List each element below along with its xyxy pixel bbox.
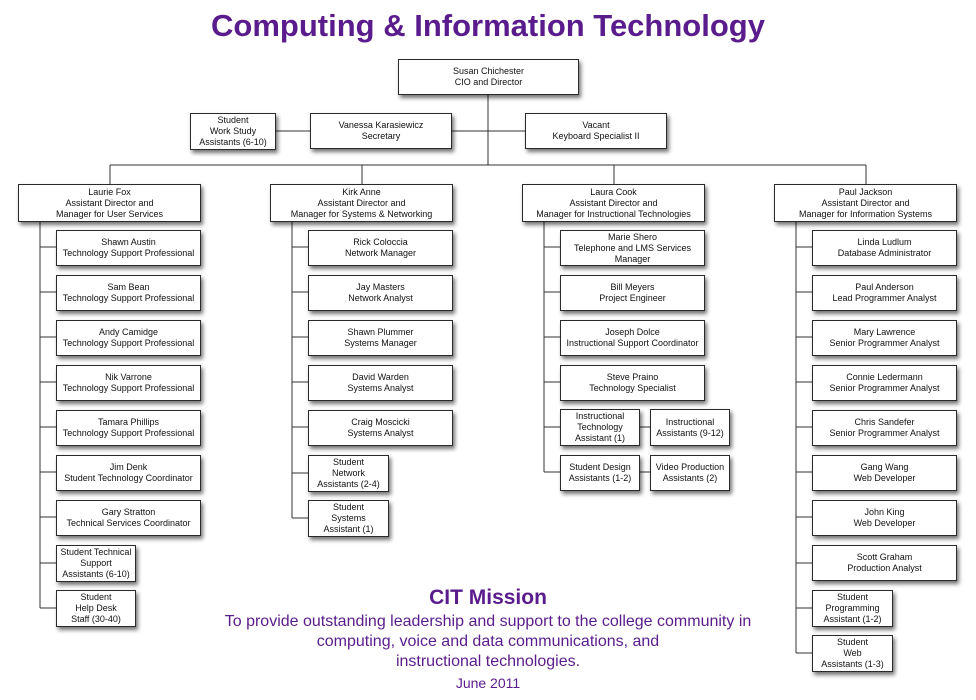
cio-name: Susan Chichester bbox=[452, 66, 525, 76]
staff-box: Linda Ludlum Database Administrator bbox=[812, 230, 957, 266]
keyboard-specialist-box: Vacant Keyboard Specialist II bbox=[525, 113, 667, 149]
cio-title: CIO and Director bbox=[454, 77, 523, 87]
staff-box: Chris Sandefer Senior Programmer Analyst bbox=[812, 410, 957, 446]
chart-title: Computing & Information Technology bbox=[211, 8, 765, 43]
staff-box: Gang Wang Web Developer bbox=[812, 455, 957, 491]
student-box: Student Programming Assistant (1-2) bbox=[812, 590, 893, 627]
cio-box: Susan Chichester CIO and Director bbox=[398, 59, 579, 95]
student-box: Student Design Assistants (1-2) bbox=[560, 455, 640, 491]
staff-box: Jim Denk Student Technology Coordinator bbox=[56, 455, 201, 491]
student-box: Instructional Assistants (9-12) bbox=[650, 409, 730, 446]
staff-box: Joseph Dolce Instructional Support Coord… bbox=[560, 320, 705, 356]
mission-statement: To provide outstanding leadership and su… bbox=[224, 613, 752, 670]
staff-box: Mary Lawrence Senior Programmer Analyst bbox=[812, 320, 957, 356]
secretary-box: Vanessa Karasiewicz Secretary bbox=[310, 113, 452, 149]
dept-head-systems-networking: Kirk Anne Assistant Director and Manager… bbox=[270, 184, 453, 222]
staff-box: Steve Praino Technology Specialist bbox=[560, 365, 705, 401]
staff-box: David Warden Systems Analyst bbox=[308, 365, 453, 401]
keyboard-name: Vacant bbox=[582, 120, 610, 130]
dept-head-user-services: Laurie Fox Assistant Director and Manage… bbox=[18, 184, 201, 222]
staff-box: Andy Camidge Technology Support Professi… bbox=[56, 320, 201, 356]
student-box: Video Production Assistants (2) bbox=[650, 455, 730, 491]
staff-box: Scott Graham Production Analyst bbox=[812, 545, 957, 581]
date-label: June 2011 bbox=[455, 675, 521, 691]
staff-box: Connie Ledermann Senior Programmer Analy… bbox=[812, 365, 957, 401]
staff-box: Tamara Phillips Technology Support Profe… bbox=[56, 410, 201, 446]
staff-box: John King Web Developer bbox=[812, 500, 957, 536]
keyboard-title: Keyboard Specialist II bbox=[552, 131, 640, 141]
staff-box: Craig Moscicki Systems Analyst bbox=[308, 410, 453, 446]
student-box: Student Web Assistants (1-3) bbox=[812, 635, 893, 672]
student-box: Student Technical Support Assistants (6-… bbox=[56, 545, 136, 582]
secretary-name: Vanessa Karasiewicz bbox=[338, 120, 424, 130]
staff-box: Rick Coloccia Network Manager bbox=[308, 230, 453, 266]
staff-box: Shawn Austin Technology Support Professi… bbox=[56, 230, 201, 266]
student-box: Student Help Desk Staff (30-40) bbox=[56, 590, 136, 627]
staff-box: Nik Varrone Technology Support Professio… bbox=[56, 365, 201, 401]
staff-box: Gary Stratton Technical Services Coordin… bbox=[56, 500, 201, 536]
staff-box: Bill Meyers Project Engineer bbox=[560, 275, 705, 311]
staff-box: Paul Anderson Lead Programmer Analyst bbox=[812, 275, 957, 311]
staff-box: Marie Shero Telephone and LMS Services M… bbox=[560, 230, 705, 266]
staff-box: Sam Bean Technology Support Professional bbox=[56, 275, 201, 311]
student-work-study-box: Student Work Study Assistants (6-10) bbox=[190, 113, 276, 150]
student-box: Student Systems Assistant (1) bbox=[308, 500, 389, 537]
student-box: Student Network Assistants (2-4) bbox=[308, 455, 389, 492]
staff-box: Jay Masters Network Analyst bbox=[308, 275, 453, 311]
secretary-title: Secretary bbox=[361, 131, 401, 141]
mission-title: CIT Mission bbox=[429, 586, 547, 609]
dept-head-instructional-tech: Laura Cook Assistant Director and Manage… bbox=[522, 184, 705, 222]
student-box: Instructional Technology Assistant (1) bbox=[560, 409, 640, 446]
staff-box: Shawn Plummer Systems Manager bbox=[308, 320, 453, 356]
dept-head-information-systems: Paul Jackson Assistant Director and Mana… bbox=[774, 184, 957, 222]
